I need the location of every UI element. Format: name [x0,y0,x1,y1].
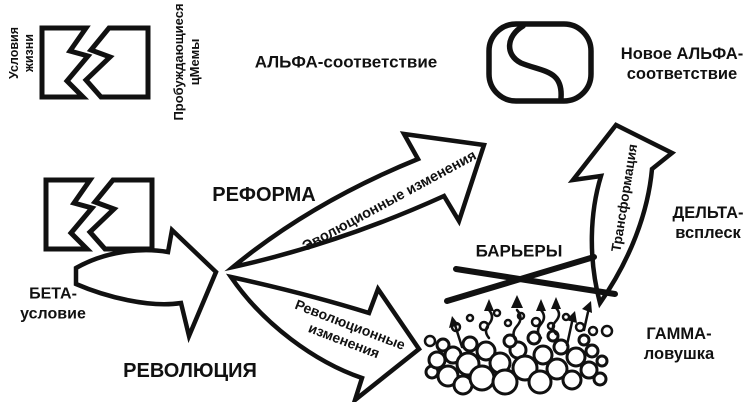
revolution-label: РЕВОЛЮЦИЯ [123,359,257,382]
foam-bubbles-icon [424,329,609,396]
beta-condition-label: БЕТА- условие [20,285,86,322]
barriers-label: БАРЬЕРЫ [475,241,563,261]
reform-label: РЕФОРМА [212,183,316,206]
life-conditions-label: Условия жизни [6,26,36,80]
delta-surge-label: ДЕЛЬТА- всплеск [672,203,744,242]
crossed-lines-icon [444,254,618,304]
transformation-arrow [567,122,677,309]
awakening-memes-label: Пробуждающиеся цМемы [171,3,202,121]
rising-arrows-icon [449,295,592,349]
broken-rectangle-icon [39,25,151,100]
broken-rectangle-beta-icon [43,177,155,252]
new-alpha-fit-label: Новое АЛЬФА- соответствие [620,44,744,83]
evolutionary-arrow [224,131,487,272]
s-curve-capsule-icon [486,21,594,104]
alpha-fit-label: АЛЬФА-соответствие [254,52,438,72]
gamma-trap-label: ГАММА- ловушка [643,324,715,363]
beta-entry-arrow [73,225,219,344]
revolutionary-arrow [225,273,423,402]
